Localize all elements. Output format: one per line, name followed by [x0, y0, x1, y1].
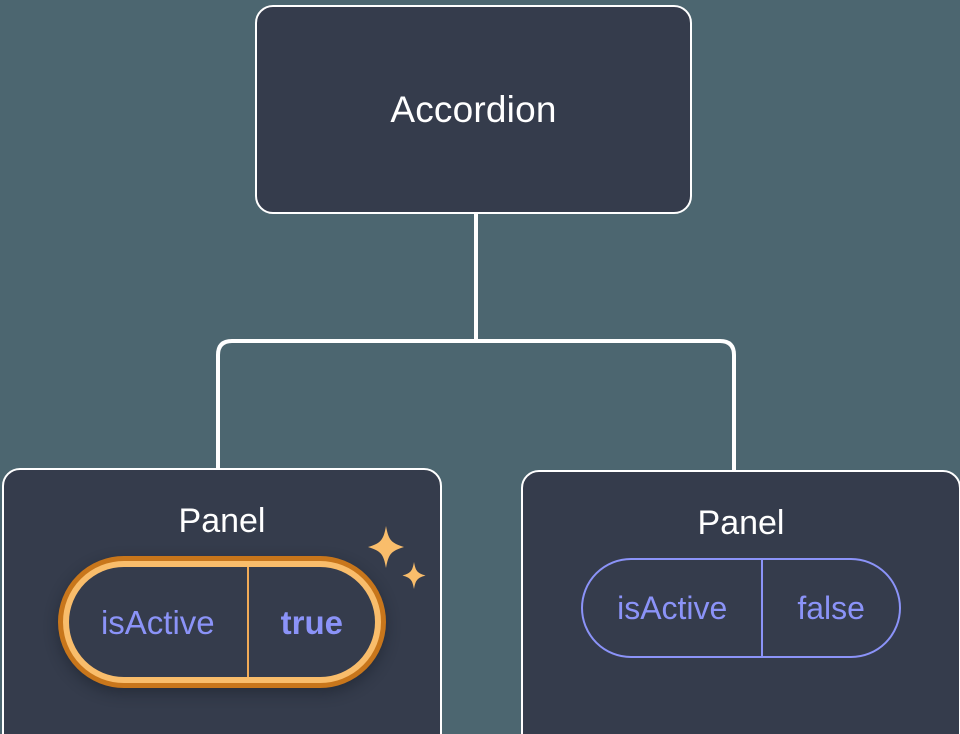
node-accordion-title: Accordion [390, 89, 557, 130]
sparkle-large-icon [368, 526, 405, 568]
prop-value-label: true [246, 567, 375, 677]
node-panel-inactive[interactable]: Panel isActive false [521, 470, 960, 734]
prop-key-label: isActive [100, 603, 215, 641]
node-accordion[interactable]: Accordion [255, 5, 692, 214]
node-panel-inactive-title: Panel [697, 504, 785, 542]
prop-key-label: isActive [617, 590, 728, 626]
prop-value-label: false [761, 560, 899, 656]
prop-pill-isactive-true[interactable]: isActive true [57, 556, 387, 688]
prop-pill-isactive-false[interactable]: isActive false [581, 558, 901, 658]
connector-child-bus [216, 339, 736, 470]
prop-pill-inactive-wrap: isActive false [581, 558, 901, 658]
sparkle-small-icon [402, 562, 426, 589]
node-panel-active-title: Panel [178, 502, 266, 540]
node-panel-active[interactable]: Panel isActive true [2, 468, 442, 734]
prop-pill-active-wrap: isActive true [57, 526, 426, 688]
